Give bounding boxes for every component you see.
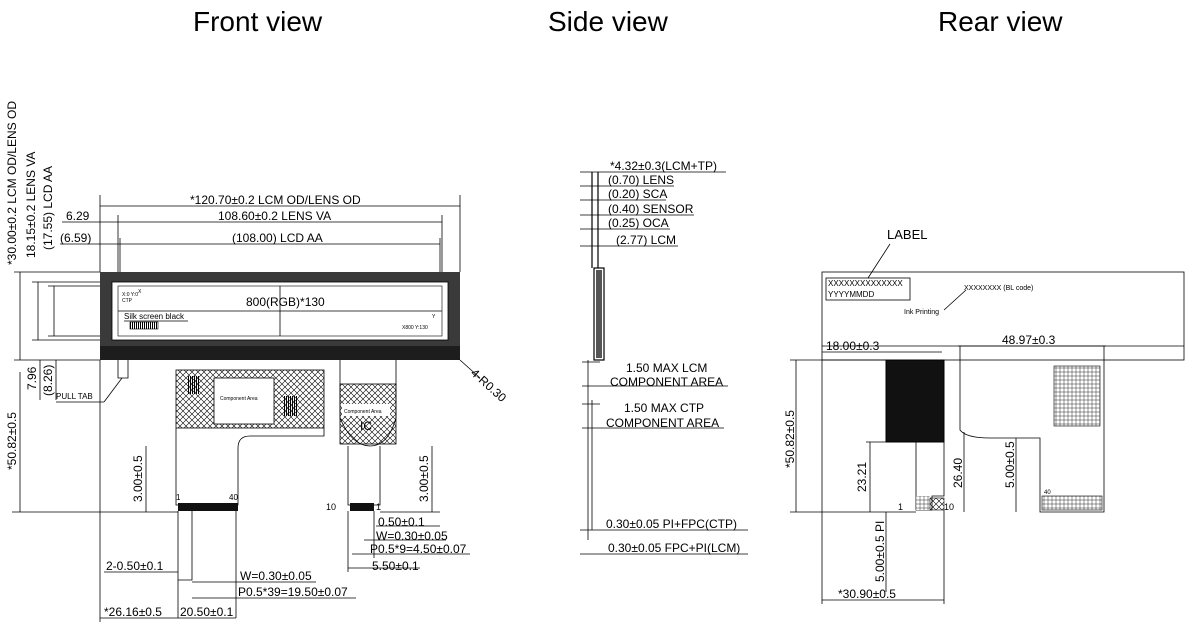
ctp-pin-1: 1: [376, 502, 381, 512]
dim-550: 5.50±0.1: [372, 559, 419, 573]
resolution-label: 800(RGB)*130: [246, 295, 325, 309]
ctp-pin-10: 10: [326, 502, 336, 512]
side-lcm-comp-2: COMPONENT AREA: [610, 375, 723, 389]
dim-659: (6.59): [60, 231, 91, 245]
silk-screen-swatch: [129, 321, 159, 330]
rear-label-line2: YYYYMMDD: [828, 290, 874, 299]
ctp-origin: X:0 Y:0: [122, 292, 138, 298]
side-layer-lcm: (2.77) LCM: [616, 233, 676, 247]
rear-dim-1800: 18.00±0.3: [826, 339, 880, 353]
side-total-thickness: *4.32±0.3(LCM+TP): [610, 159, 717, 173]
rear-label-line1: XXXXXXXXXXXXXX: [828, 279, 903, 288]
rear-view-title: Rear view: [938, 6, 1063, 37]
rear-view: XXXXXXXXXXXXXX YYYYMMDD LABEL XXXXXXXX (…: [783, 227, 1185, 604]
rear-dim-3090: *30.90±0.5: [838, 587, 896, 601]
side-layer-lens: (0.70) LENS: [608, 173, 674, 187]
dim-796: 7.96: [25, 366, 39, 390]
rear-dim-2640: 26.40: [951, 458, 965, 488]
side-fpc-lcm: 0.30±0.05 FPC+PI(LCM): [608, 541, 740, 555]
rear-ink-printing: Ink Printing: [904, 309, 939, 316]
lcm-component-area-label: Component Area: [220, 396, 258, 402]
side-ctp-comp-2: COMPONENT AREA: [606, 416, 719, 430]
dim-vert-lcm-od: *30.00±0.2 LCM OD/LENS OD: [5, 101, 19, 265]
dim-300-right: 3.00±0.5: [417, 455, 431, 502]
ctp-component-area-label: Component Area: [344, 409, 382, 415]
rear-bl-code: XXXXXXXX (BL code): [964, 285, 1033, 292]
rear-dim-500-pi: 5.00±0.5 PI: [873, 521, 887, 582]
rear-pin-40: 40: [1044, 490, 1051, 496]
dim-629: 6.29: [66, 209, 90, 223]
front-view: *120.70±0.2 LCM OD/LENS OD 108.60±0.2 LE…: [5, 101, 509, 622]
rear-ctp-contacts: [1041, 495, 1103, 511]
corner-radius-label: 4-R0.30: [468, 366, 509, 405]
side-lcm-comp-1: 1.50 MAX LCM: [626, 361, 707, 375]
rear-dim-4897: 48.97±0.3: [1002, 333, 1056, 347]
dim-lens-va: 108.60±0.2 LENS VA: [218, 209, 331, 223]
dim-lcm-od: *120.70±0.2 LCM OD/LENS OD: [190, 193, 361, 207]
dim-lcd-aa: (108.00) LCD AA: [232, 231, 323, 245]
lcm-pin-1: 1: [176, 493, 181, 502]
axis-x-start: X: [138, 289, 142, 295]
dim-p05-9: P0.5*9=4.50±0.07: [370, 542, 467, 556]
ctp-label: CTP: [122, 298, 133, 304]
rear-ctp-component-grid: [1053, 365, 1101, 427]
dim-826: (8.26): [41, 365, 55, 396]
rear-dim-500-right: 5.00±0.5: [1003, 441, 1017, 488]
rear-pin-10: 10: [944, 502, 954, 512]
dim-050: 0.50±0.1: [378, 515, 425, 529]
rear-pin-1: 1: [898, 502, 903, 512]
dim-w030-lcm: W=0.30±0.05: [240, 569, 312, 583]
dim-2050: 20.50±0.1: [180, 605, 234, 619]
ctp-end: X800 Y:130: [402, 325, 428, 331]
pull-tab-label: PULL TAB: [56, 392, 93, 401]
side-fpc-ctp: 0.30±0.05 PI+FPC(CTP): [606, 517, 737, 531]
lcm-pin-40: 40: [229, 493, 238, 502]
dim-2-050: 2-0.50±0.1: [106, 559, 164, 573]
rear-lcm-fpc: [885, 359, 945, 443]
ctp-fpc-contacts: [350, 503, 374, 511]
rear-dim-5082: *50.82±0.5: [783, 410, 797, 468]
dim-p05-39: P0.5*39=19.50±0.07: [238, 585, 348, 599]
lcm-fpc-contacts: [178, 503, 238, 511]
side-view: *4.32±0.3(LCM+TP) (0.70) LENS (0.20) SCA…: [580, 159, 748, 555]
side-view-title: Side view: [548, 6, 668, 37]
side-ctp-comp-1: 1.50 MAX CTP: [624, 401, 704, 415]
dim-300-left: 3.00±0.5: [131, 455, 145, 502]
dim-vert-lcd-aa: (17.55) LCD AA: [41, 166, 55, 250]
rear-label-title: LABEL: [887, 227, 927, 242]
dim-w030-ctp: W=0.30±0.05: [376, 529, 448, 543]
dim-2616: *26.16±0.5: [104, 605, 162, 619]
dim-5082: *50.82±0.5: [5, 412, 19, 470]
front-view-title: Front view: [193, 6, 323, 37]
rear-dim-2321: 23.21: [855, 462, 869, 492]
axis-y-end: Y: [432, 314, 436, 320]
silk-screen-label: Silk screen black: [124, 312, 185, 321]
side-layer-oca: (0.25) OCA: [608, 216, 669, 230]
side-layer-sensor: (0.40) SENSOR: [608, 202, 694, 216]
dim-vert-lens-va: 18.15±0.2 LENS VA: [24, 152, 38, 258]
side-layer-sca: (0.20) SCA: [608, 187, 667, 201]
ctp-ic-label: IC: [360, 419, 372, 433]
